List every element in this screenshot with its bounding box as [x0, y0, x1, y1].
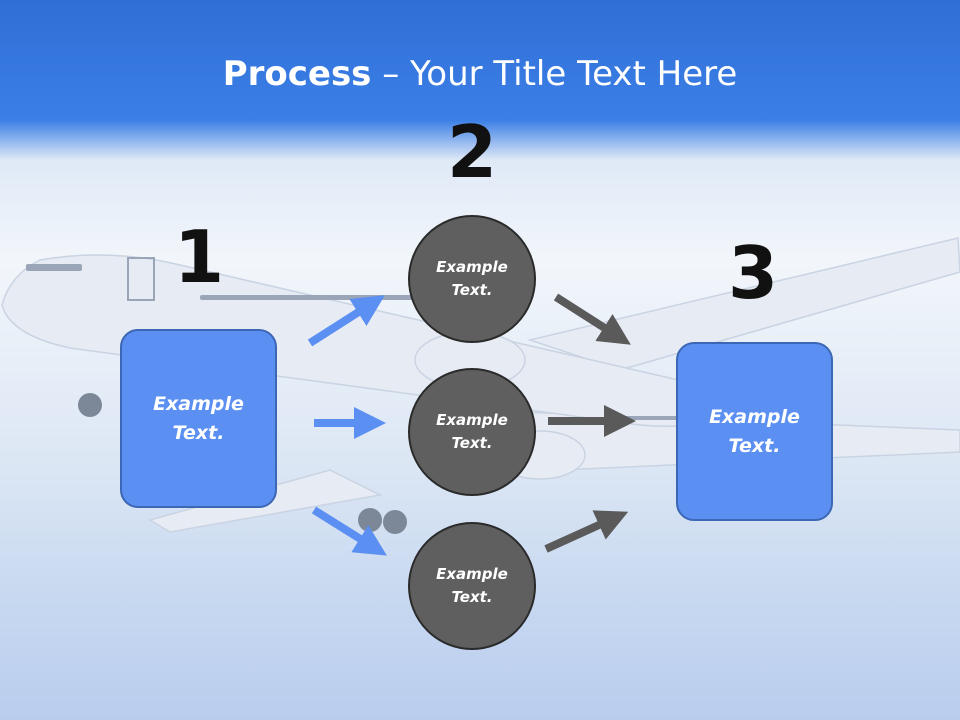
step-2-circle-bottom: Example Text.: [408, 522, 536, 650]
title-bold: Process: [222, 54, 372, 94]
arrow-to-circle-bottom: [311, 506, 387, 556]
arrow-from-circle-top: [553, 293, 631, 345]
step-number-1: 1: [173, 215, 225, 299]
step-3-box: Example Text.: [676, 342, 833, 521]
slide-title: Process – Your Title Text Here: [0, 52, 960, 96]
arrow-to-circle-top: [307, 295, 385, 347]
step-2-label-top: Example Text.: [436, 258, 508, 299]
step-1-label: Example Text.: [153, 392, 244, 444]
arrow-from-circle-bottom: [544, 510, 629, 553]
step-number-2: 2: [446, 110, 498, 194]
step-number-3: 3: [727, 231, 779, 315]
step-2-circle-top: Example Text.: [408, 215, 536, 343]
step-2-label-middle: Example Text.: [436, 411, 508, 452]
step-1-box: Example Text.: [120, 329, 277, 508]
step-3-label: Example Text.: [709, 405, 800, 457]
title-rest: – Your Title Text Here: [371, 54, 738, 94]
step-2-circle-middle: Example Text.: [408, 368, 536, 496]
step-2-label-bottom: Example Text.: [436, 565, 508, 606]
